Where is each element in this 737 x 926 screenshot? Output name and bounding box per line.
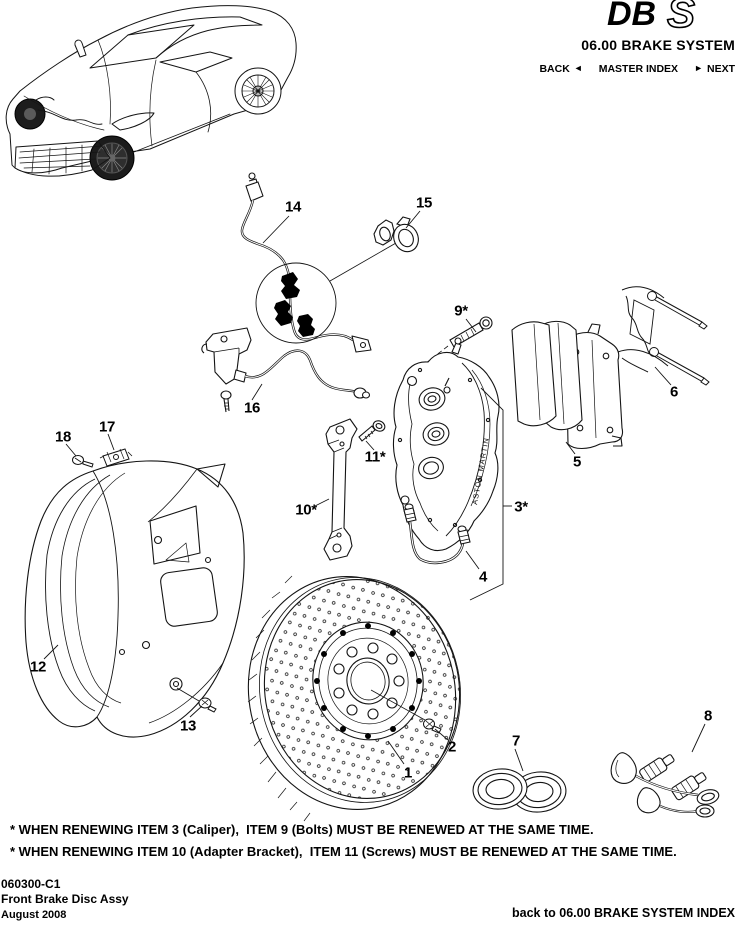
callout-14: 14 xyxy=(284,198,302,216)
callout-5: 5 xyxy=(572,453,582,471)
callout-12: 12 xyxy=(29,658,47,676)
grommets xyxy=(373,216,419,253)
page-title: 06.00 BRAKE SYSTEM xyxy=(581,37,735,53)
callout-11: 11* xyxy=(364,448,386,466)
detail-circle xyxy=(255,242,397,344)
pad-pins-and-spring xyxy=(617,286,710,386)
callout-2: 2 xyxy=(447,738,457,756)
callout-4: 4 xyxy=(478,568,488,586)
nav-master-index-link[interactable]: MASTER INDEX xyxy=(598,63,679,75)
callout-18: 18 xyxy=(54,428,72,446)
callout-8: 8 xyxy=(703,707,713,725)
leader-lines xyxy=(43,210,706,772)
callout-17: 17 xyxy=(98,418,116,436)
nav-back-link[interactable]: BACK xyxy=(539,63,570,75)
callout-3: 3* xyxy=(514,498,528,516)
car-illustration xyxy=(5,5,297,181)
callout-6: 6 xyxy=(669,383,679,401)
logo-db-text: DB xyxy=(607,0,656,32)
back-arrow-icon[interactable]: ◄ xyxy=(573,63,583,73)
bleed-screws-and-caps xyxy=(610,752,720,818)
document-number: 060300-C1 xyxy=(1,877,61,891)
hose-bracket xyxy=(201,327,371,413)
nav-bar: BACK ◄ MASTER INDEX ► NEXT xyxy=(539,63,735,75)
dust-shield xyxy=(24,460,245,738)
brake-disc xyxy=(247,575,461,822)
document-date: August 2008 xyxy=(1,909,67,921)
callout-16: 16 xyxy=(243,399,261,417)
logo-s-text: S xyxy=(667,0,695,32)
back-to-index-link[interactable]: back to 06.00 BRAKE SYSTEM INDEX xyxy=(512,906,735,920)
adapter-screw xyxy=(358,420,386,442)
callout-9: 9* xyxy=(454,302,468,320)
washers xyxy=(472,768,567,813)
dbs-logo: DB S xyxy=(605,0,733,37)
shield-screw-18 xyxy=(72,455,94,468)
next-arrow-icon[interactable]: ► xyxy=(694,63,703,73)
renewal-note-2: * WHEN RENEWING ITEM 10 (Adapter Bracket… xyxy=(10,844,677,859)
document-title: Front Brake Disc Assy xyxy=(1,892,129,906)
shield-screw-13 xyxy=(198,697,217,713)
callout-10: 10* xyxy=(295,501,317,519)
nav-next-link[interactable]: NEXT xyxy=(706,63,735,75)
renewal-note-1: * WHEN RENEWING ITEM 3 (Caliper), ITEM 9… xyxy=(10,822,594,837)
brake-pads xyxy=(511,320,624,450)
brake-pipe xyxy=(403,503,471,565)
callout-1: 1 xyxy=(403,764,413,782)
callout-13: 13 xyxy=(179,717,197,735)
callout-15: 15 xyxy=(415,194,433,212)
adapter-bracket xyxy=(323,418,358,561)
callout-7: 7 xyxy=(511,732,521,750)
brake-caliper: ASTON MARTIN xyxy=(392,337,500,552)
disc-screw xyxy=(423,718,442,734)
retaining-clip xyxy=(99,448,133,467)
